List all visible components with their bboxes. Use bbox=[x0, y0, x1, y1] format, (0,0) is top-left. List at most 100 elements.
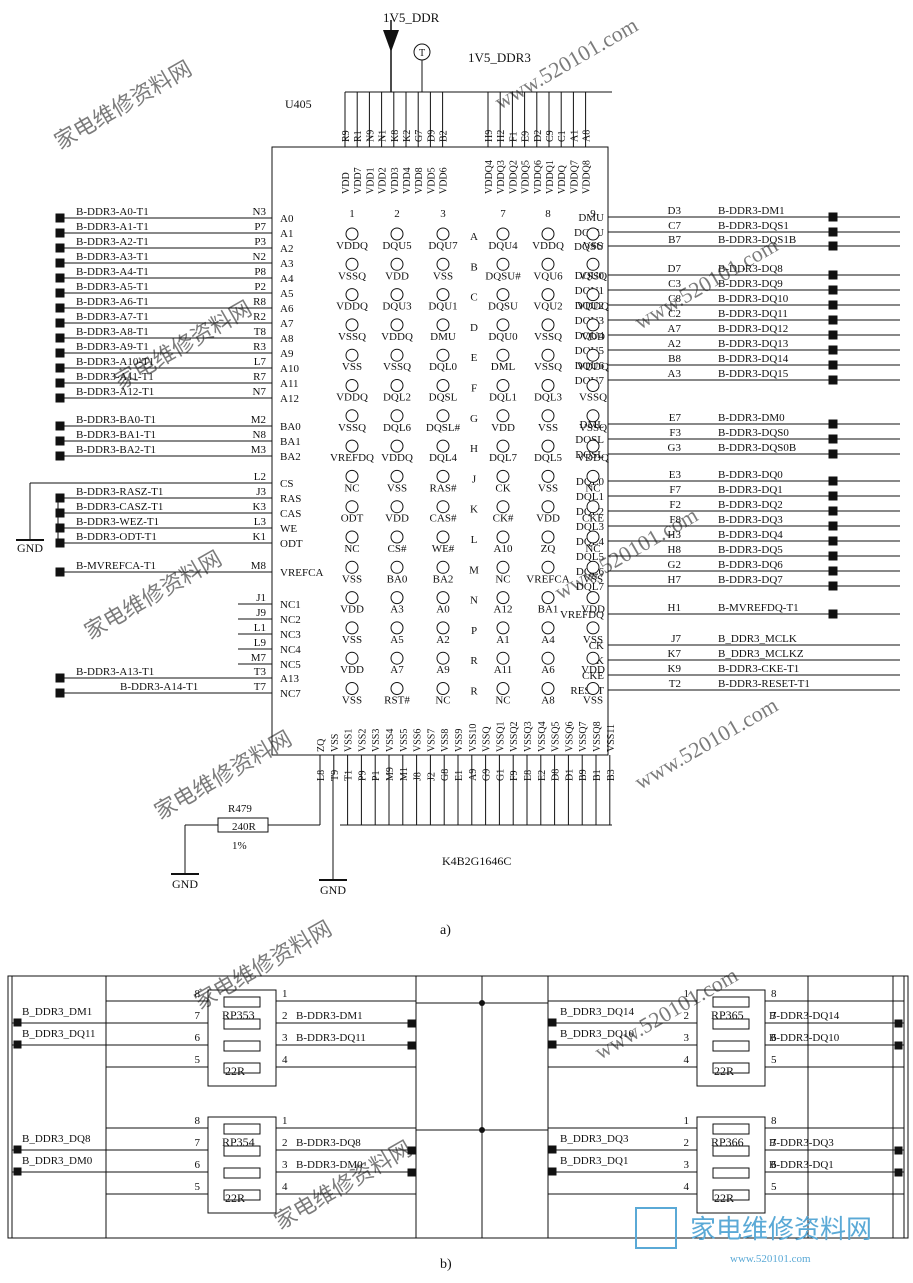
top-ball-id: C1 bbox=[557, 130, 568, 142]
left-pin-name: A13 bbox=[280, 673, 299, 685]
left-net-label: B-DDR3-A10-T1 bbox=[76, 356, 154, 368]
ball-signal-name: WE# bbox=[432, 543, 455, 555]
ball-circle bbox=[541, 560, 555, 574]
top-ball-id: R1 bbox=[353, 130, 364, 142]
ball-row-letter: L bbox=[471, 534, 478, 546]
bottom-ball-id: P9 bbox=[357, 770, 368, 781]
ball-circle bbox=[541, 651, 555, 665]
ball-circle bbox=[586, 227, 600, 241]
top-pin-name: VDD1 bbox=[365, 167, 376, 194]
resistor-element bbox=[223, 1018, 261, 1030]
right-net-port bbox=[828, 345, 838, 355]
right-net-label: B-DDR3-DQ5 bbox=[718, 544, 783, 556]
bottom-pin-name: VSSQ8 bbox=[592, 721, 603, 752]
watermark-text: 家电维修资料网 bbox=[190, 916, 336, 1015]
right-net-port bbox=[828, 566, 838, 576]
right-net-port bbox=[828, 330, 838, 340]
resistor-element bbox=[712, 1167, 750, 1179]
top-ball-id: D2 bbox=[533, 130, 544, 142]
resistor-network-body bbox=[696, 1116, 766, 1214]
right-net-label: B-DDR3-DQ12 bbox=[718, 323, 788, 335]
ball-signal-name: A0 bbox=[436, 604, 450, 616]
resistor-network-value: 22R bbox=[225, 1064, 245, 1078]
ball-column-number: 7 bbox=[500, 208, 506, 220]
logo-url: www.520101.com bbox=[730, 1253, 811, 1265]
resistor-ref: R479 bbox=[228, 803, 252, 815]
right-ball-id: F8 bbox=[669, 514, 681, 526]
right-net-port bbox=[828, 476, 838, 486]
bottom-ball-id: J8 bbox=[413, 772, 424, 781]
left-net-port bbox=[55, 273, 65, 283]
top-pin-name: VDDQ6 bbox=[533, 160, 544, 194]
right-net-label: B-DDR3-DM1 bbox=[718, 205, 785, 217]
resistor-element bbox=[223, 1062, 261, 1074]
left-ball-id: R3 bbox=[253, 341, 266, 353]
network-input-net: B_DDR3_DQ1 bbox=[560, 1155, 628, 1167]
ball-row-letter: G bbox=[470, 413, 478, 425]
ball-circle bbox=[436, 560, 450, 574]
ball-signal-name: NC bbox=[344, 482, 359, 494]
network-pin-number: 3 bbox=[282, 1159, 288, 1171]
ball-signal-name: VQU6 bbox=[533, 270, 563, 282]
ball-signal-name: VSSQ bbox=[338, 331, 366, 343]
network-output-net: B-DDR3-DM1 bbox=[296, 1010, 363, 1022]
ball-signal-name: VSS bbox=[342, 695, 362, 707]
ball-circle bbox=[345, 318, 359, 332]
ball-circle bbox=[345, 500, 359, 514]
right-net-port bbox=[828, 300, 838, 310]
ball-signal-name: VSS bbox=[583, 695, 603, 707]
ball-circle bbox=[541, 379, 555, 392]
ball-circle bbox=[586, 621, 600, 635]
left-net-label: B-DDR3-BA0-T1 bbox=[76, 414, 156, 426]
left-pin-name: ODT bbox=[280, 538, 303, 550]
left-net-label: B-DDR3-A7-T1 bbox=[76, 311, 149, 323]
ball-signal-name: DQU1 bbox=[428, 301, 457, 313]
left-pin-name: A8 bbox=[280, 333, 294, 345]
resistor-network-ref: RP366 bbox=[711, 1135, 744, 1149]
left-net-port bbox=[55, 303, 65, 313]
network-input-net: B_DDR3_DQ3 bbox=[560, 1133, 629, 1145]
bottom-pin-name: VSS3 bbox=[371, 729, 382, 752]
network-input-net: B_DDR3_DQ14 bbox=[560, 1006, 634, 1018]
ball-circle bbox=[496, 227, 510, 241]
gnd-label: GND bbox=[172, 877, 198, 891]
ball-signal-name: VSSQ bbox=[338, 270, 366, 282]
right-net-port bbox=[828, 536, 838, 546]
bottom-ball-id: P1 bbox=[371, 770, 382, 781]
right-net-port bbox=[828, 241, 838, 251]
left-pin-name: WE bbox=[280, 523, 297, 535]
left-net-port bbox=[55, 451, 65, 461]
right-net-label: B-DDR3-DQ9 bbox=[718, 278, 783, 290]
resistor-element bbox=[712, 1189, 750, 1201]
ball-signal-name: DQSU bbox=[488, 301, 518, 313]
ball-circle bbox=[390, 409, 404, 423]
network-pin-number: 1 bbox=[282, 1115, 288, 1127]
left-ball-id: N3 bbox=[253, 206, 267, 218]
left-net-label: B-DDR3-A11-T1 bbox=[76, 371, 154, 383]
ball-circle bbox=[436, 591, 450, 605]
ball-signal-name: CK bbox=[495, 482, 510, 494]
ball-circle bbox=[541, 621, 555, 635]
resistor-element bbox=[712, 1018, 750, 1030]
ball-circle bbox=[541, 469, 555, 483]
ball-signal-name: DQL3 bbox=[534, 392, 563, 404]
ball-signal-name: A6 bbox=[541, 664, 555, 676]
ball-circle bbox=[436, 621, 450, 635]
left-net-port bbox=[55, 393, 65, 403]
left-ball-id: P7 bbox=[254, 221, 266, 233]
ball-row-letter: B bbox=[470, 261, 477, 273]
ball-circle bbox=[496, 591, 510, 605]
network-pin-number: 3 bbox=[684, 1032, 690, 1044]
ball-signal-name: DQU5 bbox=[382, 240, 412, 252]
bottom-pin-name: VSSQ4 bbox=[537, 721, 548, 752]
network-input-net: B_DDR3_DM1 bbox=[22, 1006, 92, 1018]
left-net-label: B-DDR3-A1-T1 bbox=[76, 221, 149, 233]
ball-circle bbox=[390, 469, 404, 483]
network-input-net: B_DDR3_DQ11 bbox=[22, 1028, 96, 1040]
gnd-label: GND bbox=[17, 541, 43, 555]
ball-signal-name: VSSQ bbox=[383, 361, 411, 373]
right-net-port bbox=[828, 315, 838, 325]
ball-circle bbox=[586, 530, 600, 544]
power-net-label: 1V5_DDR bbox=[383, 10, 440, 25]
ball-row-letter: C bbox=[470, 292, 477, 304]
